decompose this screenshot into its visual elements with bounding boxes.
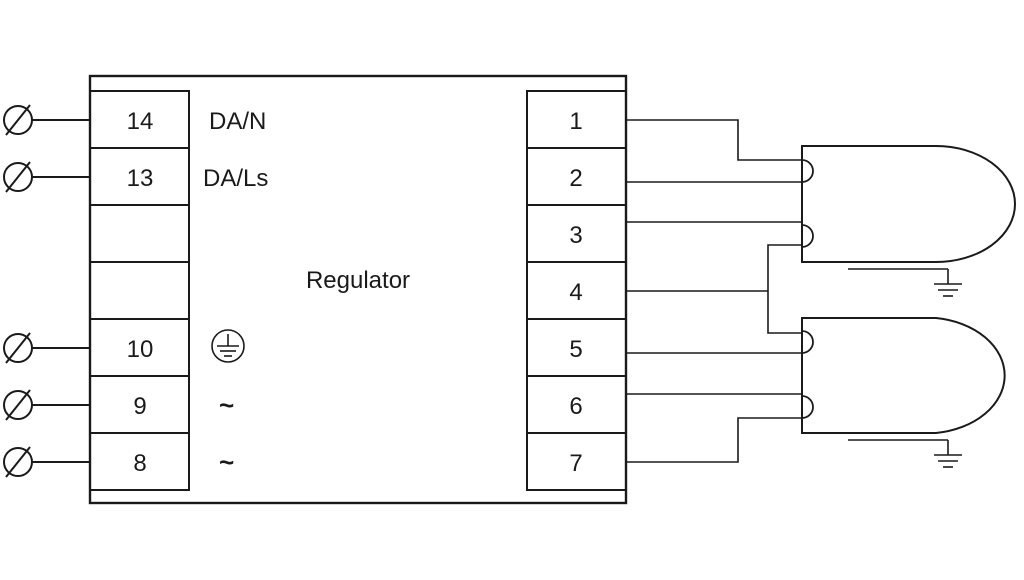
right-terminal-number-3: 3 bbox=[569, 222, 582, 249]
terminal-block-blank-2 bbox=[89, 261, 190, 320]
right-terminal-number-4: 4 bbox=[569, 279, 582, 306]
wiring bbox=[626, 119, 802, 463]
terminal-block-blank-1 bbox=[89, 204, 190, 263]
input-connector-13 bbox=[3, 161, 90, 193]
right-terminal-number-1: 1 bbox=[569, 108, 582, 135]
left-terminal-number-13: 13 bbox=[127, 165, 154, 192]
lamp-upper-pin-a bbox=[801, 159, 814, 183]
left-terminal-label-8: ~ bbox=[219, 447, 234, 477]
lamp-lower-pin-a bbox=[801, 330, 814, 354]
ground-icon-upper bbox=[848, 268, 962, 297]
lamp-lower-pin-b bbox=[801, 395, 814, 419]
left-terminal-label-13: DA/Ls bbox=[203, 165, 268, 192]
right-terminal-number-6: 6 bbox=[569, 393, 582, 420]
regulator-title: Regulator bbox=[306, 267, 410, 294]
left-terminal-label-14: DA/N bbox=[209, 108, 266, 135]
input-connector-9 bbox=[3, 389, 90, 421]
right-terminal-number-2: 2 bbox=[569, 165, 582, 192]
left-terminal-number-10: 10 bbox=[127, 336, 154, 363]
lamp-upper-pin-b bbox=[801, 224, 814, 248]
wire-1 bbox=[626, 119, 802, 161]
left-terminal-number-8: 8 bbox=[133, 450, 146, 477]
left-terminal-number-14: 14 bbox=[127, 108, 154, 135]
lamp-upper bbox=[801, 145, 1016, 263]
left-terminal-label-9: ~ bbox=[219, 390, 234, 420]
input-connector-8 bbox=[3, 446, 90, 478]
protective-earth-icon bbox=[211, 329, 245, 363]
left-terminal-strip bbox=[89, 90, 190, 491]
input-connector-10 bbox=[3, 332, 90, 364]
right-terminal-number-5: 5 bbox=[569, 336, 582, 363]
ground-icon-lower bbox=[848, 439, 962, 468]
left-terminal-number-9: 9 bbox=[133, 393, 146, 420]
right-terminal-number-7: 7 bbox=[569, 450, 582, 477]
input-connector-14 bbox=[3, 104, 90, 136]
lamp-lower bbox=[801, 317, 1006, 434]
wire-bridge bbox=[767, 244, 802, 334]
wire-7 bbox=[626, 417, 802, 463]
